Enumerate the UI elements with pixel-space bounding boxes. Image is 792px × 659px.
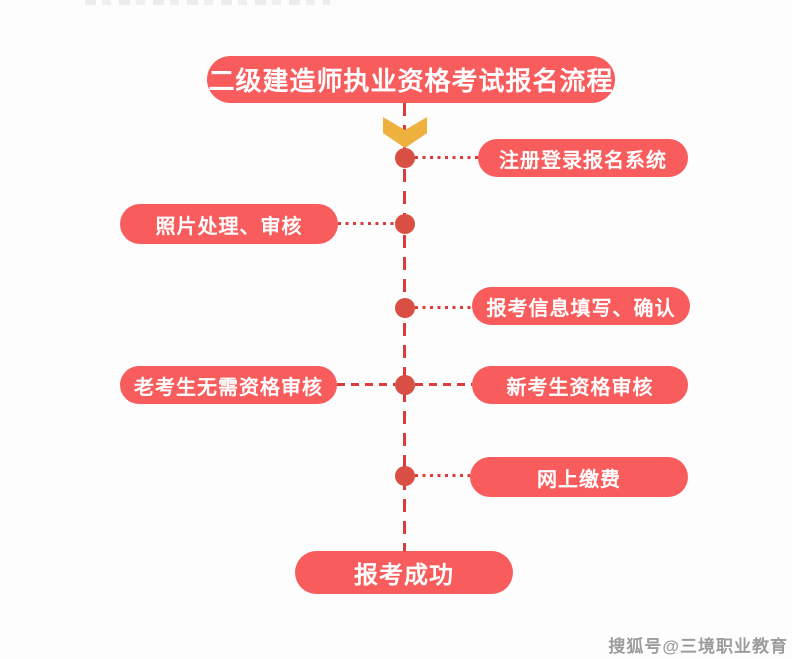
connector-photo [338, 222, 395, 225]
cropped-top-text-remnant [85, 0, 330, 5]
node-old-candidate: 老考生无需资格审核 [120, 366, 337, 404]
junction-dot-photo [395, 214, 415, 234]
flow-spine-line [403, 103, 406, 553]
connector-old-candidate [337, 383, 395, 386]
connector-new-candidate [415, 383, 472, 386]
node-photo: 照片处理、审核 [120, 204, 338, 244]
node-info: 报考信息填写、确认 [472, 287, 690, 325]
node-register: 注册登录报名系统 [478, 139, 688, 177]
flow-title-banner: 二级建造师执业资格考试报名流程 [207, 56, 615, 103]
junction-dot-register [395, 148, 415, 168]
node-payment: 网上缴费 [470, 457, 688, 497]
connector-info [415, 306, 472, 309]
junction-dot-info [395, 298, 415, 318]
connector-register [415, 156, 478, 159]
connector-payment [415, 474, 470, 477]
node-success: 报考成功 [295, 551, 513, 594]
junction-dot-payment [395, 466, 415, 486]
watermark-text: 搜狐号@三境职业教育 [608, 637, 788, 656]
junction-dot-audit [395, 375, 415, 395]
node-new-candidate: 新考生资格审核 [472, 366, 688, 404]
